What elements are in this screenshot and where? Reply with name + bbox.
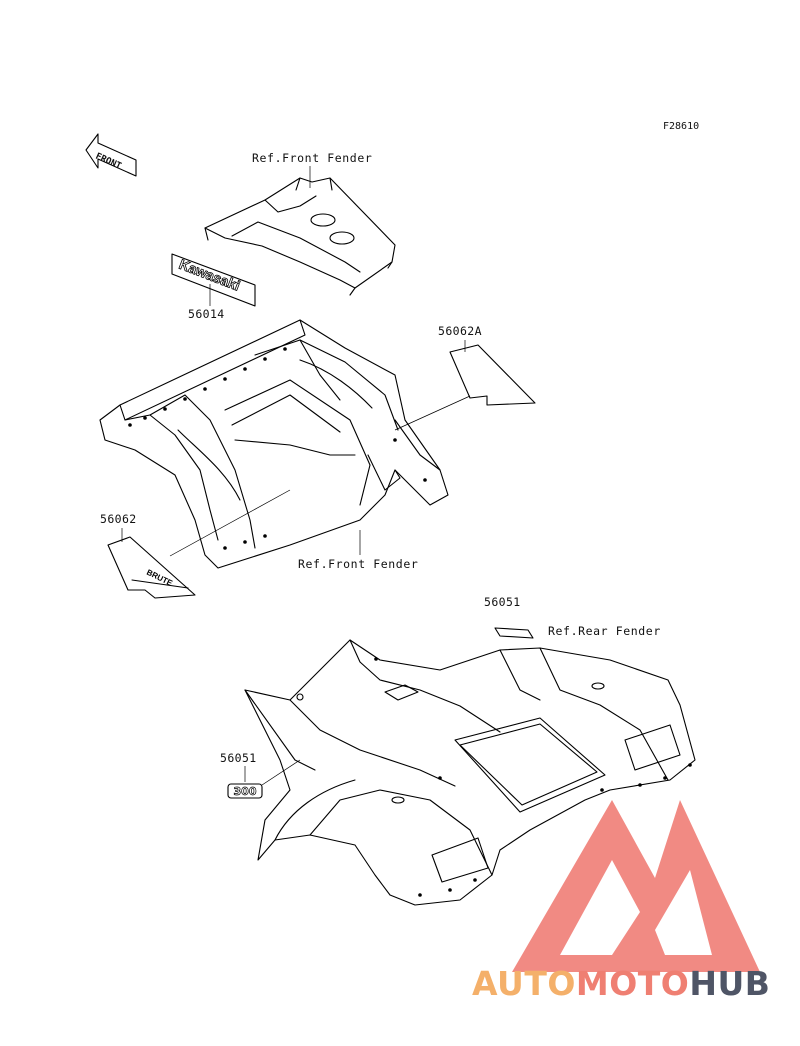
front-cover-part xyxy=(204,177,396,296)
watermark-auto: AUTO xyxy=(472,964,576,1003)
part-number-56051-top: 56051 xyxy=(484,595,521,609)
watermark-text: AUTOMOTOHUB xyxy=(472,964,770,1003)
part-number-56062a: 56062A xyxy=(438,324,482,338)
badge-56051-text: 300 xyxy=(234,785,257,798)
part-number-56062: 56062 xyxy=(100,512,137,526)
svg-text:AUTOMOTOHUB: AUTOMOTOHUB xyxy=(472,964,770,1003)
front-arrow-label: FRONT xyxy=(94,152,123,172)
watermark-hub: HUB xyxy=(689,964,770,1003)
front-fender-part xyxy=(99,319,449,569)
figure-id: F28610 xyxy=(663,121,699,132)
leader-56062-pointer xyxy=(169,489,291,557)
label-ref-front-fender-mid: Ref.Front Fender xyxy=(298,557,418,571)
watermark-moto: MOTO xyxy=(576,964,689,1003)
decal-56051-top-part xyxy=(494,627,534,639)
part-number-56014: 56014 xyxy=(188,307,225,321)
badge-56051-part: 300 xyxy=(227,783,263,799)
label-ref-front-fender-top: Ref.Front Fender xyxy=(252,151,372,165)
decal-56062-part: BRUTE xyxy=(107,536,196,599)
leader-56051-left-pointer xyxy=(261,759,301,786)
rear-fender-part xyxy=(244,639,696,906)
watermark-logo-icon xyxy=(512,800,760,972)
part-number-56051-left: 56051 xyxy=(220,751,257,765)
leader-56062a-pointer xyxy=(394,395,471,431)
label-ref-rear-fender: Ref.Rear Fender xyxy=(548,624,661,638)
kawasaki-decal-part: Kawasaki xyxy=(171,253,256,307)
decal-56062a-part xyxy=(449,344,536,406)
front-arrow-icon: FRONT xyxy=(85,133,137,177)
decal-56062-text: BRUTE xyxy=(145,568,174,588)
